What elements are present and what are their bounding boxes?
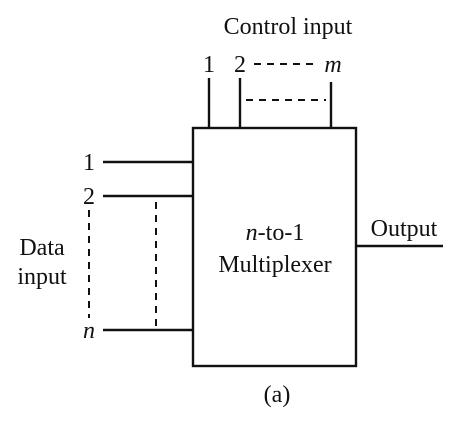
multiplexer-title-line2: Multiplexer xyxy=(218,252,331,278)
control-pin-1-label: 1 xyxy=(203,52,215,78)
data-input-title-line1: Data xyxy=(19,235,65,261)
data-pin-n-label: n xyxy=(83,318,95,344)
multiplexer-n: n xyxy=(246,220,258,246)
multiplexer-title-line1: n-to-1 xyxy=(246,220,305,246)
control-input-title: Control input xyxy=(224,14,353,40)
data-input-title-line2: input xyxy=(17,264,67,290)
figure-caption: (a) xyxy=(264,382,291,408)
control-pin-m-label: m xyxy=(324,52,341,78)
multiplexer-block xyxy=(191,126,358,368)
control-pin-2-label: 2 xyxy=(234,52,246,78)
data-pin-2-label: 2 xyxy=(83,184,95,210)
multiplexer-to-1: -to-1 xyxy=(258,220,305,246)
output-label: Output xyxy=(371,216,438,242)
data-pin-1-label: 1 xyxy=(83,150,95,176)
